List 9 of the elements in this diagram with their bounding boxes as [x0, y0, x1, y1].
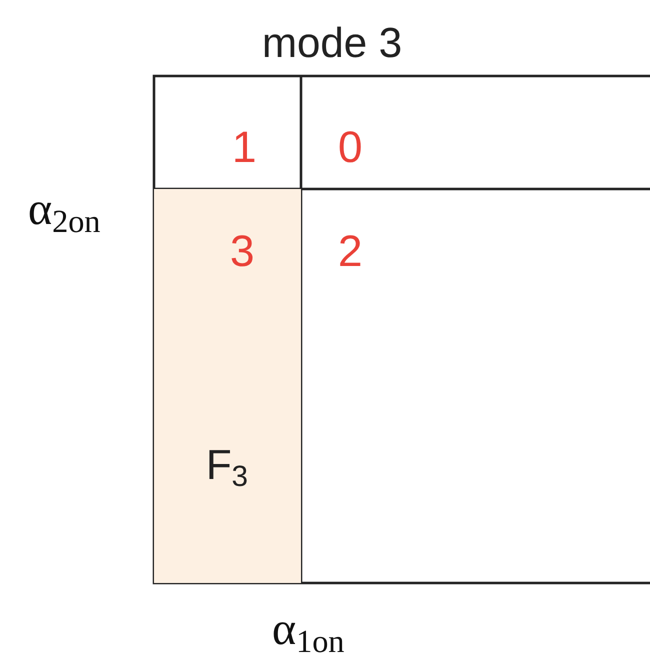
cell-number: 1	[232, 126, 256, 170]
shaded-region	[154, 189, 301, 583]
title: mode 3	[262, 22, 402, 64]
cell-number: 2	[338, 230, 362, 274]
cell-number: 0	[338, 126, 362, 170]
axis-label: α$_{2on}$	[28, 186, 100, 232]
cell-number: 3	[230, 230, 254, 274]
region-label: F$_{3}$	[206, 444, 248, 486]
axis-label: α$_{1on}$	[272, 606, 344, 652]
